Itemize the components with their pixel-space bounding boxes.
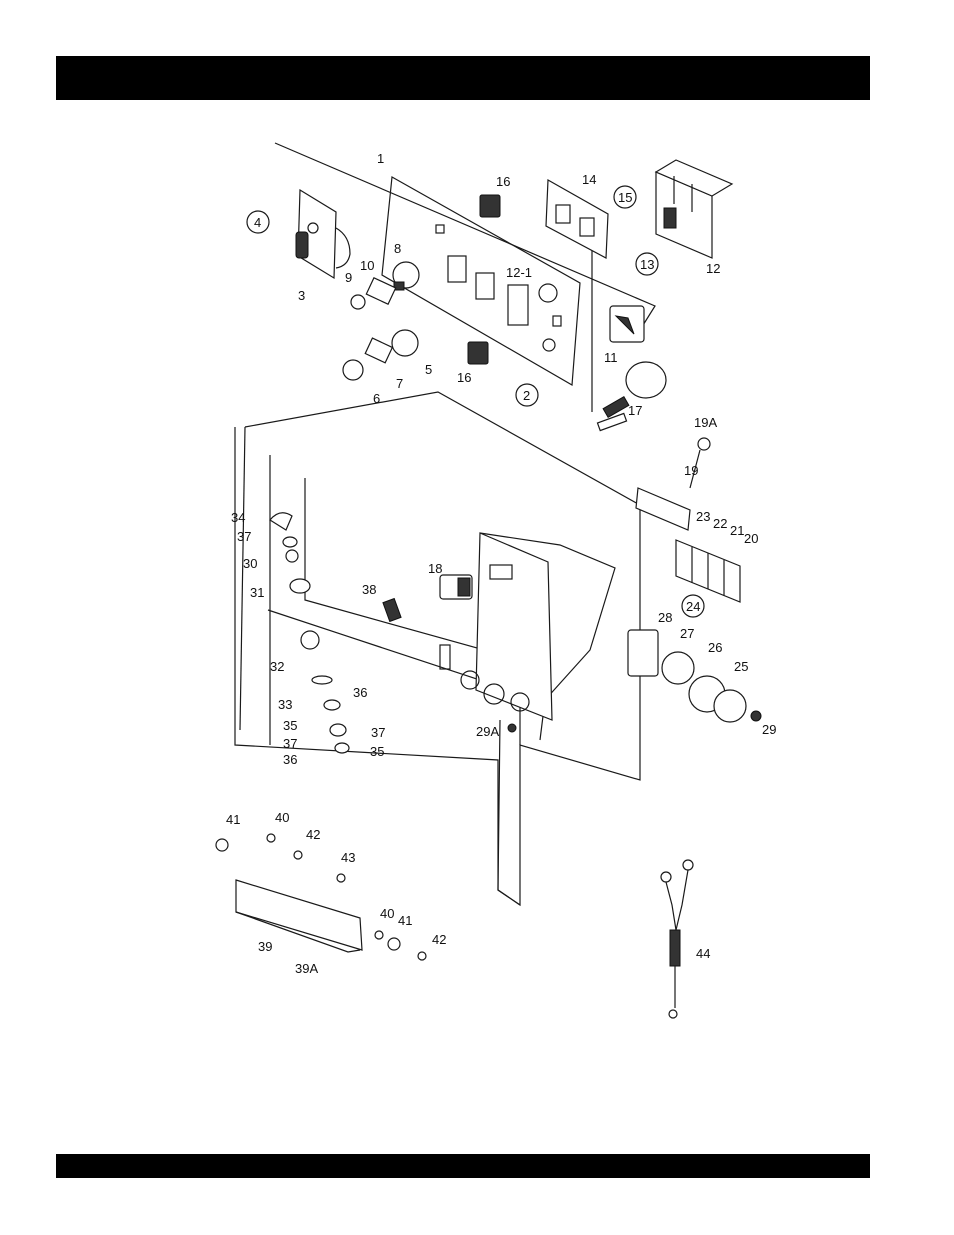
callout-label: 32 <box>270 659 284 674</box>
callout-label: 29A <box>476 724 499 739</box>
callout-label: 1 <box>377 151 384 166</box>
door-panel <box>216 834 426 960</box>
callout-label: 9 <box>345 270 352 285</box>
callout-label: 20 <box>744 531 758 546</box>
callout-label: 41 <box>226 812 240 827</box>
callout-label: 4 <box>254 215 261 230</box>
callout-label: 19A <box>694 415 717 430</box>
footer-bar <box>56 1154 870 1178</box>
callout-label: 11 <box>604 350 618 365</box>
callout-label: 44 <box>696 946 710 961</box>
callout-label: 12-1 <box>506 265 532 280</box>
receptacle <box>628 630 761 722</box>
callout-label: 33 <box>278 697 292 712</box>
cabinet-frame <box>235 392 640 905</box>
callout-label: 35 <box>370 744 384 759</box>
circuit-breaker <box>656 160 732 258</box>
callout-label: 31 <box>250 585 264 600</box>
rotary-switch <box>343 262 419 380</box>
callout-label: 18 <box>428 561 442 576</box>
callout-label: 42 <box>432 932 446 947</box>
callout-label: 39A <box>295 961 318 976</box>
callout-label: 35 <box>283 718 297 733</box>
meter-plate <box>546 180 608 258</box>
callout-label: 34 <box>231 510 245 525</box>
callout-label: 16 <box>457 370 471 385</box>
callout-label: 5 <box>425 362 432 377</box>
switch-bracket <box>296 190 350 278</box>
callout-label: 6 <box>373 391 380 406</box>
callout-label: 36 <box>283 752 297 767</box>
callout-label: 15 <box>618 190 632 205</box>
callout-label: 2 <box>523 388 530 403</box>
callout-label: 25 <box>734 659 748 674</box>
callout-label: 39 <box>258 939 272 954</box>
callout-label: 36 <box>353 685 367 700</box>
callout-label: 19 <box>684 463 698 478</box>
callout-label: 27 <box>680 626 694 641</box>
callout-label: 37 <box>237 529 251 544</box>
callout-label: 3 <box>298 288 305 303</box>
callout-label: 38 <box>362 582 376 597</box>
callout-label: 7 <box>396 376 403 391</box>
callout-label: 40 <box>275 810 289 825</box>
callout-label: 26 <box>708 640 722 655</box>
callout-label: 28 <box>658 610 672 625</box>
terminal-block <box>676 540 740 602</box>
callout-label: 43 <box>341 850 355 865</box>
callout-label: 41 <box>398 913 412 928</box>
callout-label: 42 <box>306 827 320 842</box>
callout-label: 29 <box>762 722 776 737</box>
callout-label: 30 <box>243 556 257 571</box>
key-switch <box>597 362 666 431</box>
callout-label: 8 <box>394 241 401 256</box>
callout-label: 14 <box>582 172 596 187</box>
wire-harness <box>661 860 693 1018</box>
callout-label: 37 <box>283 736 297 751</box>
callout-label: 10 <box>360 258 374 273</box>
callout-label: 13 <box>640 257 654 272</box>
callout-label: 22 <box>713 516 727 531</box>
callout-label: 21 <box>730 523 744 538</box>
callout-label: 24 <box>686 599 700 614</box>
callout-label: 12 <box>706 261 720 276</box>
callout-label: 37 <box>371 725 385 740</box>
callout-label: 40 <box>380 906 394 921</box>
callout-label: 23 <box>696 509 710 524</box>
callout-label: 16 <box>496 174 510 189</box>
callout-label: 17 <box>628 403 642 418</box>
